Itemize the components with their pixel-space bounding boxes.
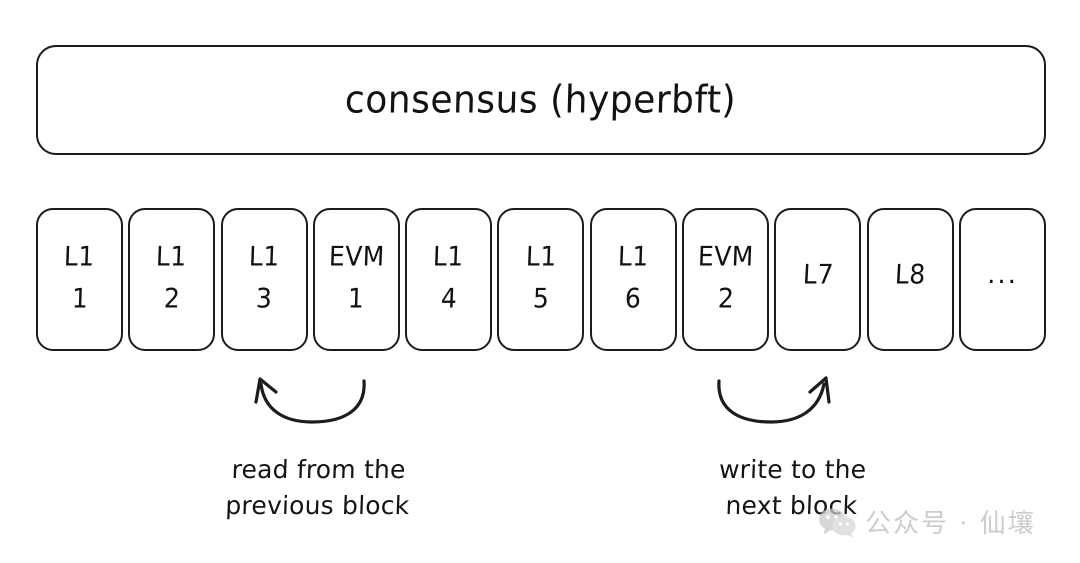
block-label-top: L1: [155, 240, 188, 273]
block-label-top: L7: [801, 258, 835, 291]
read-caption-line1: read from the: [231, 455, 407, 484]
block-label-top: L1: [248, 240, 280, 273]
read-caption-line2: previous block: [224, 491, 410, 521]
consensus-box: consensus (hyperbft): [36, 45, 1046, 155]
block-label-bottom: 5: [532, 282, 550, 315]
block-label-top: EVM: [328, 240, 385, 273]
block-8: EVM 2: [682, 208, 770, 351]
block-label-bottom: 4: [440, 282, 458, 315]
write-arrow: [717, 376, 831, 424]
block-label-top: L1: [432, 240, 465, 273]
block-label-bottom: 1: [71, 282, 88, 315]
block-11: ...: [958, 208, 1046, 351]
block-label-bottom: 6: [624, 282, 642, 315]
block-4: EVM 1: [312, 208, 400, 351]
block-10: L8: [866, 208, 954, 351]
read-caption: read from the previous block: [167, 452, 470, 525]
block-9: L7: [774, 208, 862, 351]
watermark-text: 公众号 · 仙壤: [865, 509, 1036, 539]
block-label-top: L1: [617, 240, 650, 273]
block-label-bottom: 2: [717, 282, 735, 315]
write-caption-line1: write to the: [718, 455, 867, 484]
block-label-top: L8: [894, 258, 927, 291]
wechat-icon: [818, 505, 858, 539]
block-label-top: L1: [63, 240, 96, 273]
block-label-bottom: 1: [347, 282, 365, 315]
consensus-label: consensus (hyperbft): [344, 78, 738, 122]
watermark: 公众号 · 仙壤: [818, 503, 1036, 540]
block-label-top: ...: [987, 260, 1018, 290]
block-label-top: EVM: [697, 240, 754, 273]
read-arrow: [254, 377, 366, 424]
block-label-bottom: 2: [163, 282, 181, 315]
block-label-top: L1: [525, 240, 557, 273]
block-label-bottom: 3: [255, 282, 273, 315]
